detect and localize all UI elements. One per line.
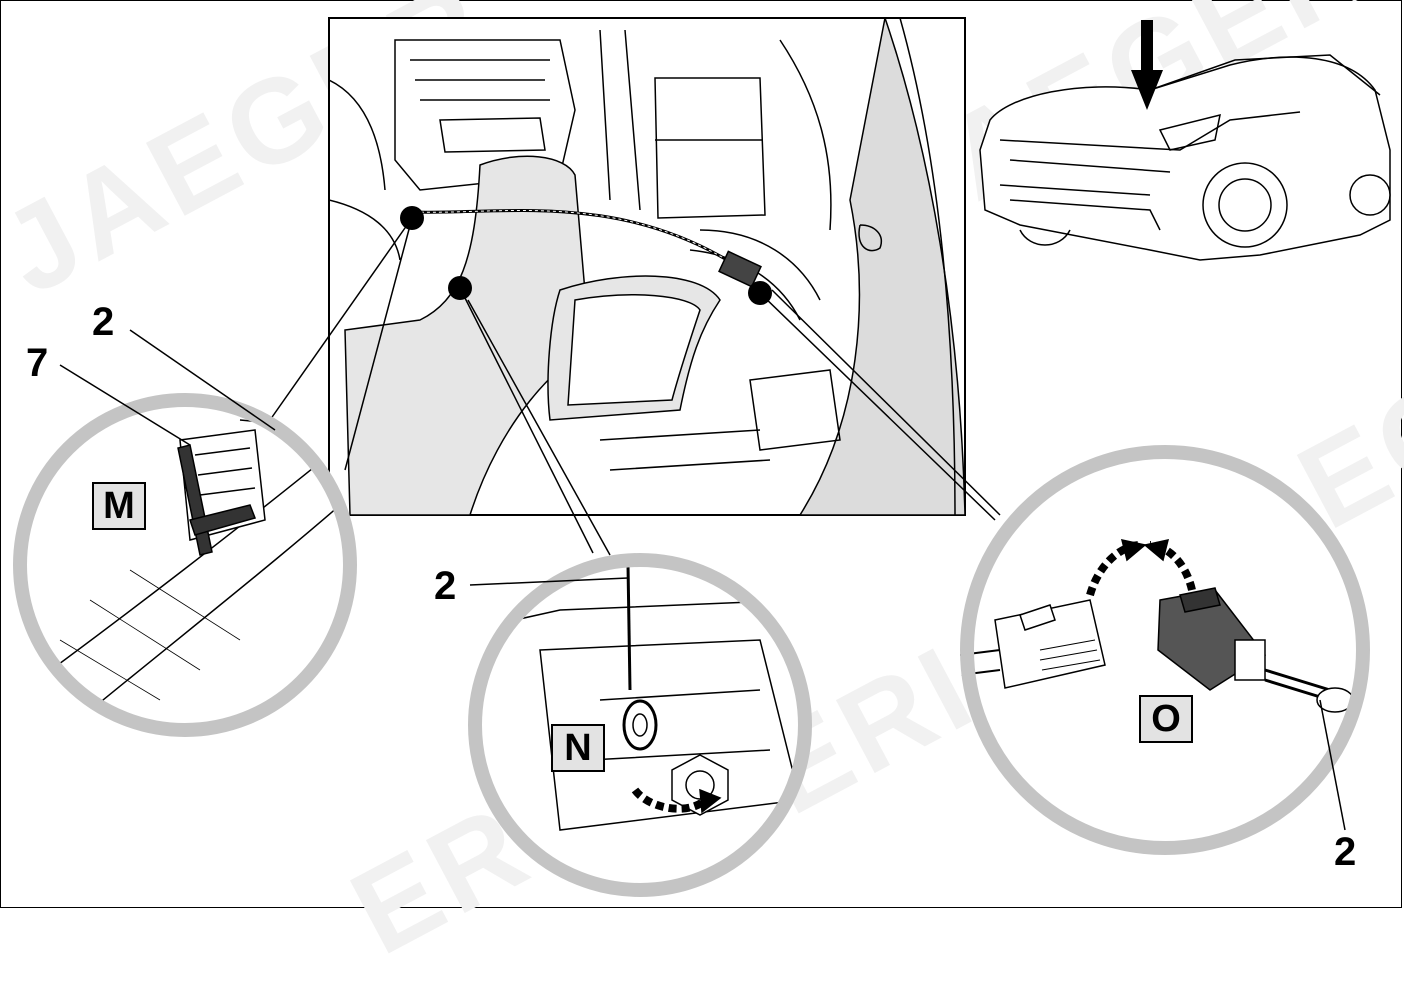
location-arrow-icon	[1131, 20, 1163, 110]
callout-number: 2	[92, 300, 115, 344]
detail-m	[13, 393, 357, 737]
detail-n	[468, 553, 812, 897]
detail-o	[960, 445, 1370, 855]
figure-frame	[0, 0, 1402, 908]
detail-tag-m: M	[92, 482, 146, 530]
detail-tag-n: N	[551, 724, 605, 772]
engine-bay-view	[328, 17, 966, 516]
installation-diagram	[13, 17, 1391, 897]
callout-leaders	[59, 329, 629, 586]
vehicle-locator-view	[979, 54, 1391, 261]
callout-number: 2	[434, 564, 457, 608]
leader-lines	[269, 217, 1001, 556]
detail-tag-o: O	[1139, 695, 1193, 743]
callout-number: 7	[26, 341, 49, 385]
callout-number: 2	[1334, 830, 1357, 874]
